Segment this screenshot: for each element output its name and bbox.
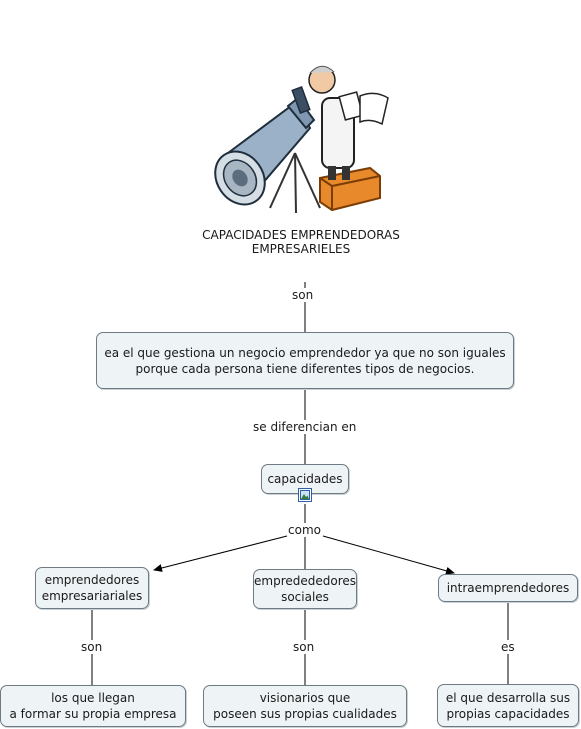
- intra-description-text: el que desarrolla sus propias capacidade…: [445, 690, 571, 721]
- link-label-son-sociales: son: [293, 640, 315, 654]
- link-label-es-intra: es: [501, 640, 515, 654]
- intraemprendedores-text: intraemprendedores: [446, 581, 570, 595]
- empresariales-description-text: los que llegan a formar su propia empres…: [9, 691, 177, 721]
- emprendedores-sociales-node[interactable]: empredededores sociales: [253, 569, 357, 609]
- link-label-como: como: [288, 523, 321, 537]
- sociales-description-node[interactable]: visionarios que poseen sus propias cuali…: [203, 685, 407, 727]
- sociales-description-text: visionarios que poseen sus propias cuali…: [213, 691, 397, 721]
- link-label-se-diferencian-en: se diferencian en: [253, 420, 357, 434]
- definition-node[interactable]: ea el que gestiona un negocio emprendedo…: [96, 332, 514, 389]
- emprendedores-sociales-text: empredededores sociales: [254, 574, 357, 604]
- image-attachment-icon[interactable]: [298, 488, 312, 502]
- scientist-telescope-illustration: [214, 65, 389, 214]
- empresariales-description-node[interactable]: los que llegan a formar su propia empres…: [0, 685, 186, 727]
- map-title: CAPACIDADES EMPRENDEDORAS EMPRESARIELES: [202, 228, 400, 256]
- connector-como-empresariales: [153, 535, 288, 572]
- emprendedores-empresariales-node[interactable]: emprendedores empresariariales: [35, 567, 149, 609]
- emprendedores-empresariales-text: emprendedores empresariariales: [41, 573, 143, 603]
- link-label-son-empresariales: son: [81, 640, 103, 654]
- intra-description-node[interactable]: el que desarrolla sus propias capacidade…: [437, 684, 579, 727]
- definition-text: ea el que gestiona un negocio emprendedo…: [104, 345, 506, 376]
- connector-como-intra: [322, 535, 455, 575]
- link-label-son: son: [292, 288, 314, 302]
- capacidades-text: capacidades: [267, 472, 343, 486]
- intraemprendedores-node[interactable]: intraemprendedores: [438, 574, 578, 602]
